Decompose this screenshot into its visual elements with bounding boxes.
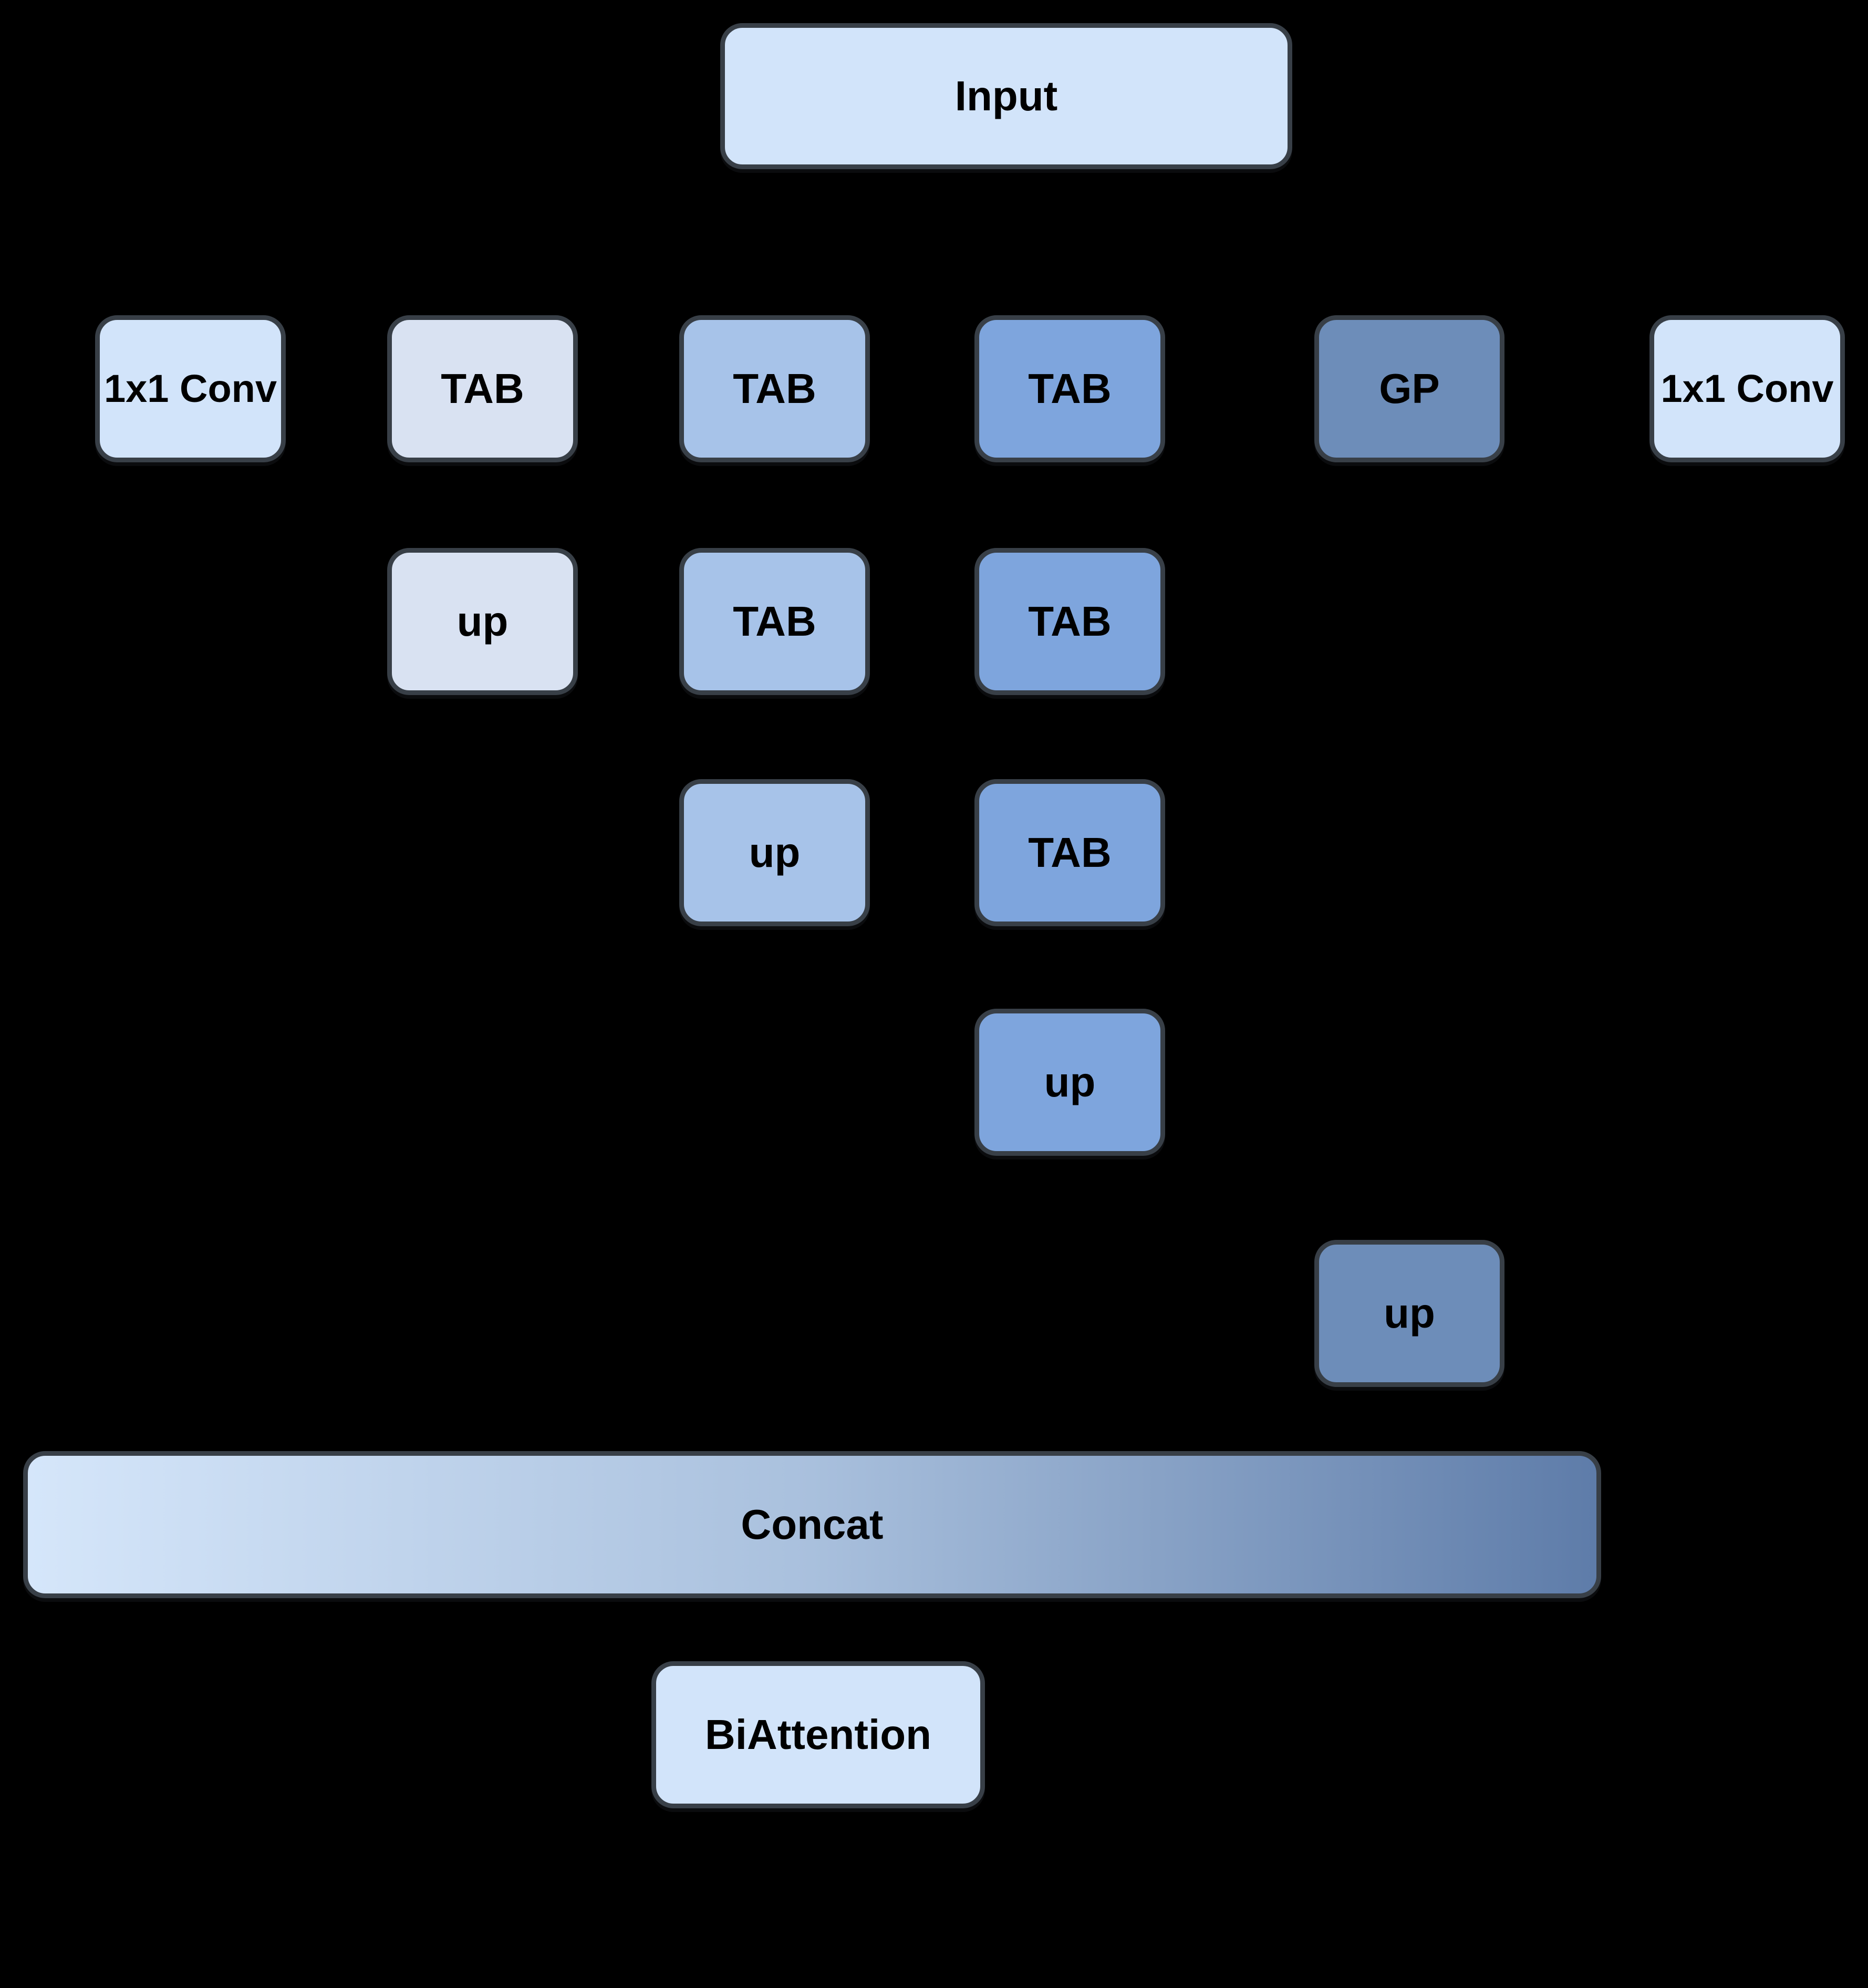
node-conv-right: 1x1 Conv (1649, 315, 1845, 462)
node-tab-r3c4: TAB (974, 779, 1165, 926)
node-tab-r1c2: TAB (387, 315, 578, 462)
node-label-gp: GP (1379, 365, 1440, 412)
node-label-biattention: BiAttention (704, 1711, 931, 1758)
node-conv-left: 1x1 Conv (95, 315, 286, 462)
node-label-input: Input (954, 73, 1058, 119)
node-up-c3: up (679, 779, 870, 926)
node-biattention: BiAttention (651, 1661, 985, 1808)
node-label-up-c5: up (1384, 1290, 1435, 1337)
node-label-conv-left: 1x1 Conv (103, 367, 277, 410)
node-label-tab-r1c4: TAB (1028, 365, 1112, 412)
node-tab-r1c3: TAB (679, 315, 870, 462)
node-concat: Concat (23, 1451, 1601, 1598)
node-label-tab-r3c4: TAB (1028, 829, 1112, 876)
node-label-tab-r1c3: TAB (733, 365, 816, 412)
node-label-up-c4: up (1044, 1059, 1096, 1105)
node-input: Input (720, 23, 1292, 169)
node-label-concat: Concat (741, 1501, 884, 1548)
node-label-up-c3: up (749, 829, 801, 876)
node-up-c4: up (974, 1009, 1165, 1156)
node-tab-r2c4: TAB (974, 548, 1165, 695)
node-tab-r1c4: TAB (974, 315, 1165, 462)
node-label-tab-r2c3: TAB (733, 598, 816, 645)
node-tab-r2c3: TAB (679, 548, 870, 695)
node-up-c5: up (1314, 1240, 1504, 1387)
node-label-conv-right: 1x1 Conv (1661, 367, 1834, 410)
node-label-up-c2: up (456, 598, 508, 645)
node-up-c2: up (387, 548, 578, 695)
node-label-tab-r2c4: TAB (1028, 598, 1112, 645)
node-label-tab-r1c2: TAB (441, 365, 524, 412)
node-gp: GP (1314, 315, 1504, 462)
